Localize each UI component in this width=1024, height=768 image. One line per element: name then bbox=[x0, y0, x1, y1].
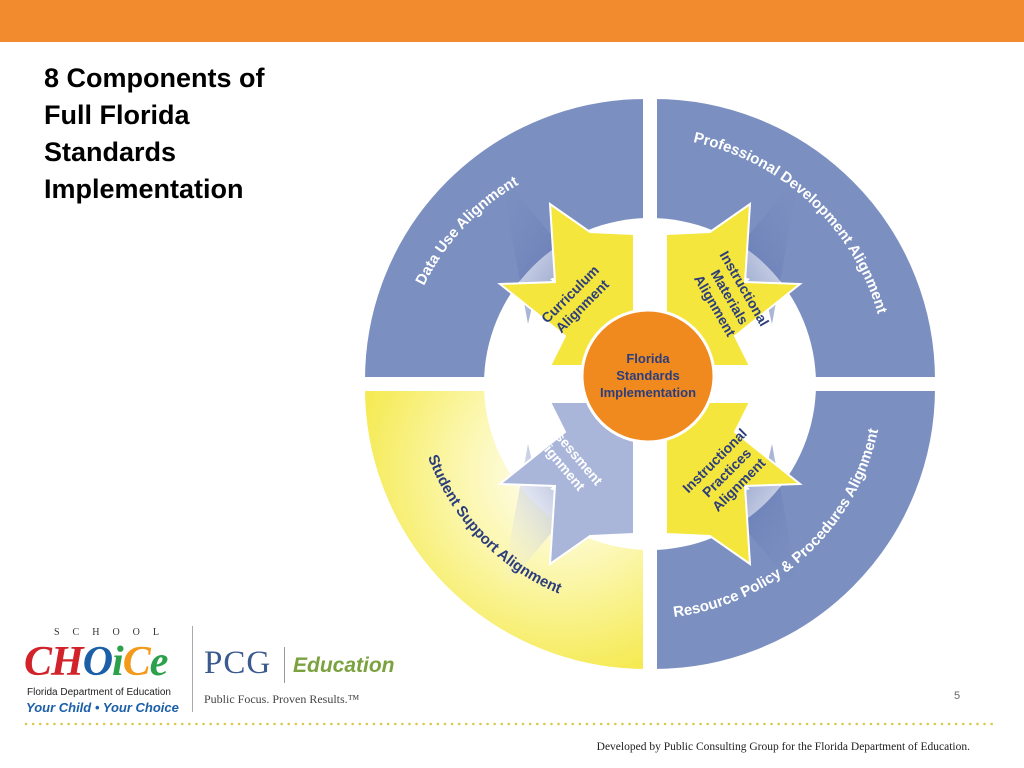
center-circle bbox=[580, 308, 716, 444]
components-diagram: Florida Standards Implementation Curricu… bbox=[358, 92, 942, 676]
title-line: Implementation bbox=[44, 174, 244, 204]
pcg-division: Education bbox=[293, 654, 395, 677]
school-choice-top-word: SCHOOL bbox=[54, 627, 173, 638]
school-choice-logo: CHOiCe bbox=[24, 639, 169, 685]
logo-letter: e bbox=[149, 639, 169, 685]
header-bar bbox=[0, 0, 1024, 42]
slide-title: 8 Components of Full Florida Standards I… bbox=[44, 60, 344, 208]
logo-divider bbox=[192, 626, 193, 712]
logo-letter: C bbox=[122, 639, 151, 685]
footer-credit: Developed by Public Consulting Group for… bbox=[596, 741, 970, 753]
center-label: Florida bbox=[626, 351, 670, 366]
center-label: Implementation bbox=[600, 385, 696, 400]
logo-letter: O bbox=[82, 639, 113, 685]
title-line: Full Florida bbox=[44, 100, 190, 130]
school-choice-tagline: Your Child • Your Choice bbox=[26, 700, 179, 715]
logo-letter: H bbox=[51, 639, 84, 685]
agency-name: Florida Department of Education bbox=[27, 687, 171, 698]
logo-letter: C bbox=[24, 639, 52, 685]
title-line: 8 Components of bbox=[44, 63, 265, 93]
pcg-tagline: Public Focus. Proven Results.™ bbox=[204, 692, 360, 706]
dotted-divider bbox=[24, 722, 1000, 726]
pcg-separator bbox=[284, 647, 285, 683]
logo-letter: i bbox=[112, 639, 124, 685]
inner-stars bbox=[497, 201, 803, 567]
page-number: 5 bbox=[954, 690, 961, 702]
title-line: Standards bbox=[44, 137, 177, 167]
pcg-logo: PCG bbox=[204, 645, 272, 681]
center-label: Standards bbox=[616, 368, 680, 383]
